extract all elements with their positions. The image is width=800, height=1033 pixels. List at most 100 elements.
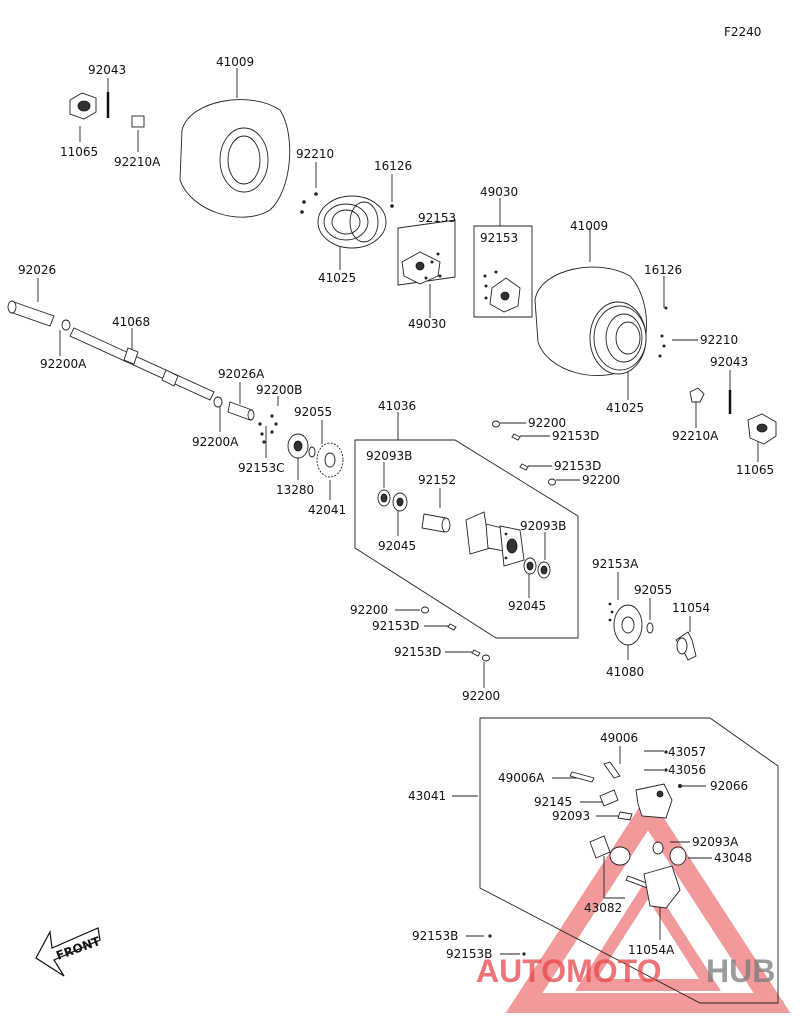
part-label: 92200 (462, 689, 500, 703)
part-label: 92055 (294, 405, 332, 419)
part-label: 92153 (418, 211, 456, 225)
part-label: 92153C (238, 461, 285, 475)
collar-right-icon (227, 401, 255, 421)
part-label: 92153D (372, 619, 419, 633)
part-labels: 92043 41009 11065 92210A 92210 16126 490… (18, 55, 774, 961)
part-label: 92210A (114, 155, 161, 169)
part-label: 92043 (710, 355, 748, 369)
front-direction-arrow-icon: FRONT (35, 927, 103, 977)
part-label: 11065 (736, 463, 774, 477)
part-label: 16126 (644, 263, 682, 277)
wheel-hub-left-icon (401, 251, 442, 285)
part-label: 41068 (112, 315, 150, 329)
watermark-text: AUTOMOTO HUB (476, 953, 775, 989)
part-label: 43048 (714, 851, 752, 865)
part-label: 41009 (216, 55, 254, 69)
part-label: 92153B (446, 947, 492, 961)
part-label: 92066 (710, 779, 748, 793)
part-label: 49006 (600, 731, 638, 745)
part-label: 92093A (692, 835, 739, 849)
part-label: 43057 (668, 745, 706, 759)
hub-box-left (397, 219, 456, 286)
part-label: 41025 (606, 401, 644, 415)
seal-right-icon (213, 396, 223, 408)
bearing-92045-left-icon (392, 492, 408, 512)
part-label: 92145 (534, 795, 572, 809)
part-label: 92210A (672, 429, 719, 443)
part-label: 92152 (418, 473, 456, 487)
bearing-92045-right-icon (523, 557, 537, 575)
part-label: 49030 (408, 317, 446, 331)
watermark-triangle-outer-icon (505, 793, 791, 1013)
watermark-triangle-inner-icon (575, 876, 721, 991)
lug-nut-right-icon (747, 413, 777, 445)
part-label: 41080 (606, 665, 644, 679)
o-ring-sprocket-icon (308, 446, 316, 458)
watermark (505, 793, 791, 1013)
disc-hub-icon (675, 631, 697, 661)
part-label: 92210 (296, 147, 334, 161)
spacer-icon (421, 513, 451, 533)
part-label: 41036 (378, 399, 416, 413)
part-label: 42041 (308, 503, 346, 517)
part-label: 92153D (394, 645, 441, 659)
part-label: 92200A (192, 435, 239, 449)
wheel-hub-right-icon (483, 270, 521, 313)
valve-cap-right-icon (689, 387, 705, 403)
wheel-rim-left-icon (300, 192, 394, 249)
part-label: 92093B (366, 449, 412, 463)
axle-housing-box (354, 439, 579, 639)
part-label: 92200 (350, 603, 388, 617)
seal-92093b-left-icon (377, 489, 391, 507)
lug-nut-left-icon (69, 92, 97, 120)
part-label: 43041 (408, 789, 446, 803)
caliper-box (479, 717, 779, 1004)
part-label: 92055 (634, 583, 672, 597)
part-label: 92200B (256, 383, 302, 397)
part-label: 92026 (18, 263, 56, 277)
housing-hardware-icon (421, 420, 556, 662)
valve-cap-left-icon (131, 115, 145, 128)
part-label: 92200A (40, 357, 87, 371)
part-label: 92153A (592, 557, 639, 571)
brake-disc-icon (608, 602, 643, 646)
seal-left-icon (61, 319, 71, 331)
part-label: 92043 (88, 63, 126, 77)
part-label: 11054A (628, 943, 675, 957)
part-label: 16126 (374, 159, 412, 173)
part-label: 92153D (554, 459, 601, 473)
part-label: 92026A (218, 367, 265, 381)
part-label: 43082 (584, 901, 622, 915)
part-label: 11065 (60, 145, 98, 159)
leader-lines (37, 68, 759, 955)
sprocket-hub-icon (287, 433, 309, 459)
part-label: 92153B (412, 929, 458, 943)
part-label: 11054 (672, 601, 710, 615)
tire-left-icon (179, 99, 291, 218)
part-label: 92200 (582, 473, 620, 487)
part-label: 92153 (480, 231, 518, 245)
part-label: 13280 (276, 483, 314, 497)
rear-axle-icon (69, 327, 215, 401)
part-label: 92093B (520, 519, 566, 533)
hub-box-right (473, 225, 533, 318)
part-label: 92200 (528, 416, 566, 430)
part-label: 49030 (480, 185, 518, 199)
part-label: 49006A (498, 771, 545, 785)
seal-92093b-right-icon (537, 561, 551, 579)
sprocket-icon (316, 442, 344, 478)
part-label: 92210 (700, 333, 738, 347)
part-label: 92045 (378, 539, 416, 553)
part-label: 92093 (552, 809, 590, 823)
wheel-rim-right-icon (593, 305, 668, 371)
group-outlines (354, 219, 779, 1004)
part-label: 41025 (318, 271, 356, 285)
axle-housing-icon (465, 511, 525, 567)
part-label: 43056 (668, 763, 706, 777)
nuts-sprocket-icon (258, 414, 278, 444)
o-ring-disc-icon (646, 622, 654, 634)
collar-left-icon (7, 300, 55, 327)
diagram-code: F2240 (724, 25, 761, 39)
